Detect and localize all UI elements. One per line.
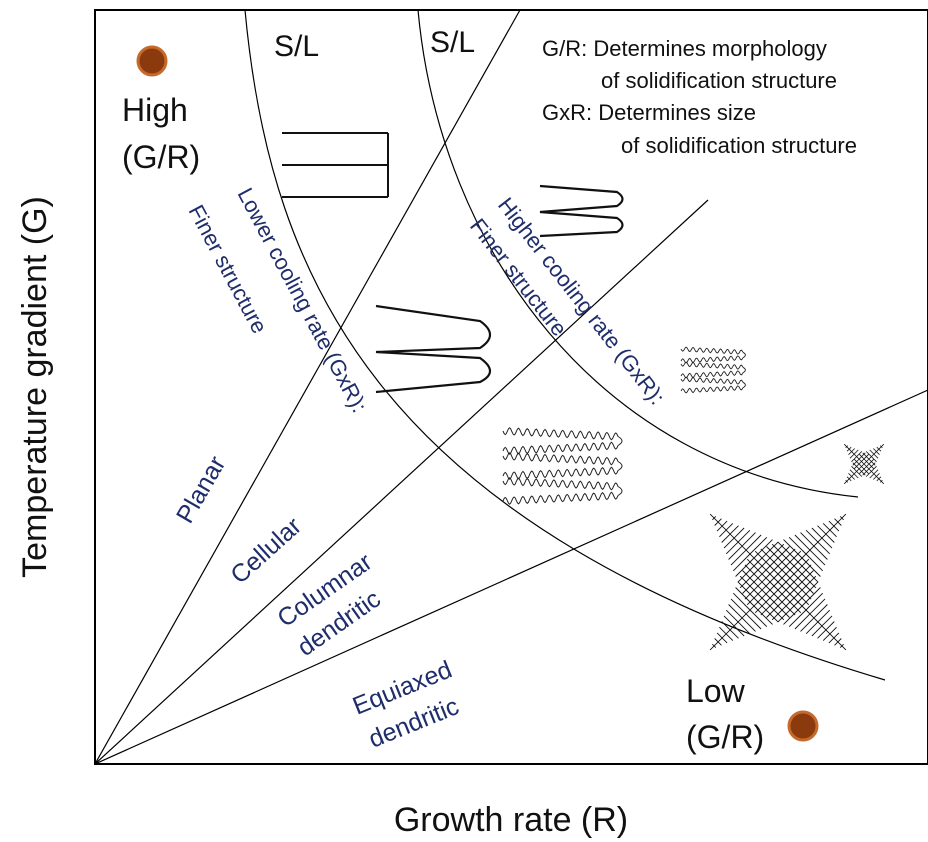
legend-gr-line1: G/R: Determines morphology (542, 36, 827, 61)
sl-label-right: S/L (430, 26, 475, 59)
sl-label-left: S/L (274, 30, 319, 63)
high-gr-marker-icon (136, 45, 168, 77)
sl-curve-lower-cooling (244, 10, 886, 681)
boundary-cellular-columnar (95, 199, 709, 764)
legend-gxr-line1: GxR: Determines size (542, 100, 756, 125)
legend-gxr-line2: of solidification structure (621, 133, 857, 158)
planar-front-icon (282, 132, 389, 198)
cellular-cells-icon-large (375, 304, 492, 394)
x-axis-label: Growth rate (R) (394, 801, 628, 839)
boundary-planar-cellular (95, 10, 521, 764)
low-gr-label-line2: (G/R) (686, 719, 764, 755)
boundary-columnar-equiaxed (95, 389, 928, 764)
columnar-dendrites-icon-large (502, 427, 623, 505)
legend-gr-line2: of solidification structure (601, 68, 837, 93)
columnar-dendrites-icon-small (680, 346, 746, 394)
sl-curve-higher-cooling (417, 10, 859, 498)
y-axis-label: Temperature gradient (G) (16, 196, 54, 578)
high-gr-label-line2: (G/R) (122, 139, 200, 175)
equiaxed-dendrite-icon-small (843, 443, 885, 485)
cellular-cells-icon-small (539, 184, 624, 238)
high-gr-label-line1: High (122, 92, 188, 128)
low-gr-label-line1: Low (686, 673, 746, 709)
equiaxed-dendrite-icon-large (709, 513, 847, 651)
plot-frame (94, 9, 928, 765)
low-gr-marker-icon (787, 710, 819, 742)
